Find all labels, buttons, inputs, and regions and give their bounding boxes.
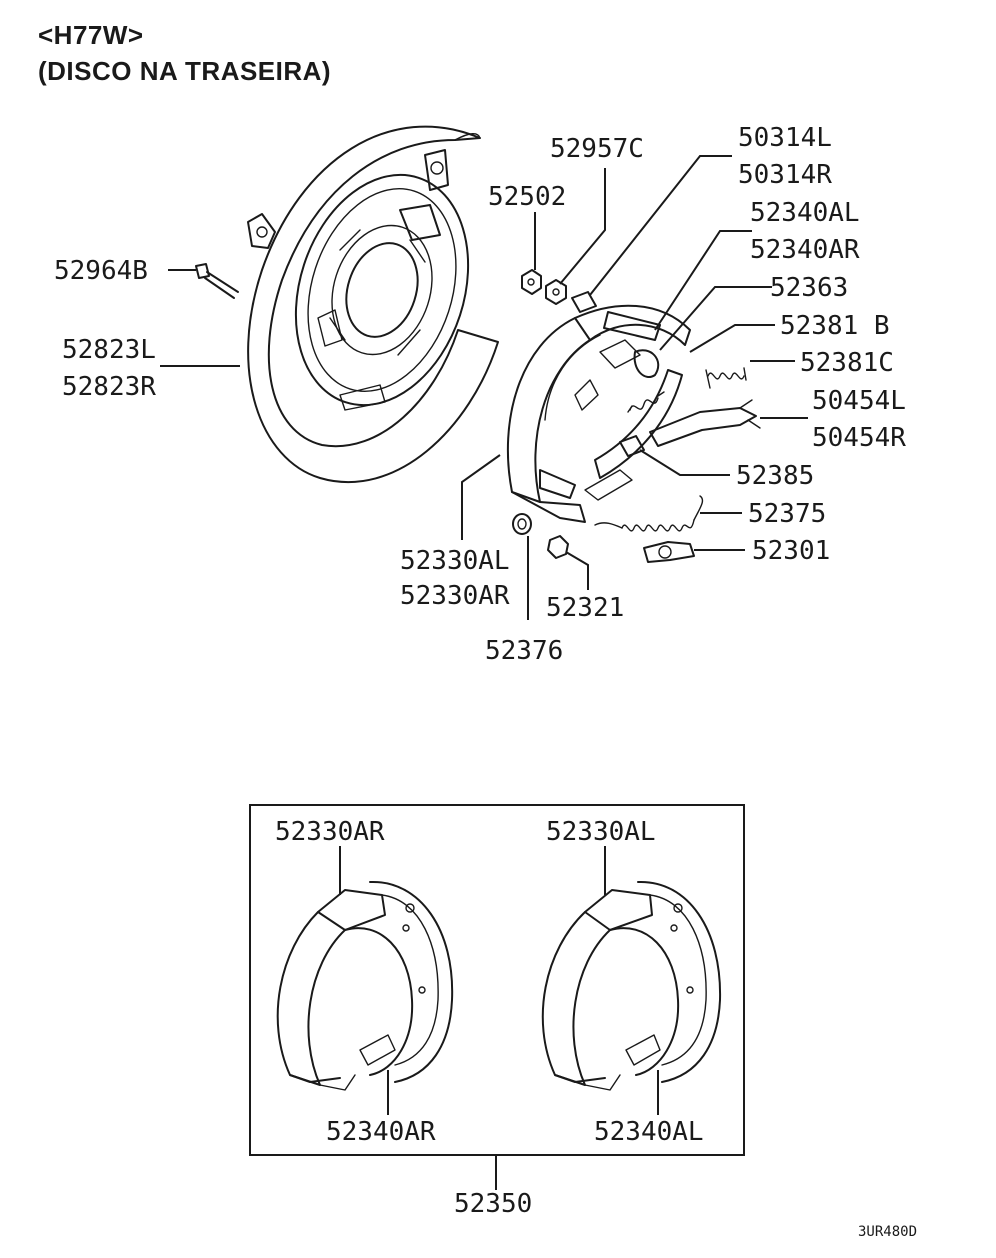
nut-52321-drawing: [547, 535, 569, 559]
lever-50454-drawing: [649, 399, 761, 447]
spring-52381C-drawing: [705, 367, 747, 389]
kit-box: [249, 804, 745, 1156]
label-52301: 52301: [752, 536, 830, 566]
nut-52957C-drawing: [545, 279, 567, 305]
nut-52502-drawing: [521, 269, 542, 295]
label-52381B: 52381 B: [780, 311, 890, 341]
kit-label-52330AR: 52330AR: [275, 817, 385, 847]
label-52385: 52385: [736, 461, 814, 491]
label-50454L: 50454L: [812, 386, 906, 416]
label-52375: 52375: [748, 499, 826, 529]
diagram-code: 3UR480D: [858, 1224, 917, 1240]
label-52321: 52321: [546, 593, 624, 623]
label-52363: 52363: [770, 273, 848, 303]
leader-lines: [160, 155, 808, 620]
label-52502: 52502: [488, 182, 566, 212]
label-52957C: 52957C: [550, 134, 644, 164]
label-50314L: 50314L: [738, 123, 832, 153]
label-52330AR: 52330AR: [400, 581, 510, 611]
label-52823R: 52823R: [62, 372, 156, 402]
clip-52385-drawing: [619, 435, 645, 457]
shoe-pair-left-drawing: [541, 880, 722, 1091]
kit-number: 52350: [454, 1189, 532, 1219]
spring-52381B-drawing: [627, 391, 665, 413]
bolt-drawing: [195, 263, 239, 299]
label-52376: 52376: [485, 636, 563, 666]
diagram-subtitle: (DISCO NA TRASEIRA): [38, 56, 332, 86]
brake-shoe-assembly-drawing: [506, 291, 691, 523]
kit-label-52330AL: 52330AL: [546, 817, 656, 847]
label-52340AR: 52340AR: [750, 235, 860, 265]
kit-label-52340AR: 52340AR: [326, 1117, 436, 1147]
label-52340AL: 52340AL: [750, 198, 860, 228]
cup-52376-drawing: [512, 513, 532, 535]
backing-plate-drawing: [247, 125, 499, 484]
kit-label-52340AL: 52340AL: [594, 1117, 704, 1147]
label-50454R: 50454R: [812, 423, 906, 453]
model-code: <H77W>: [38, 20, 144, 50]
label-50314R: 50314R: [738, 160, 832, 190]
spring-52375-drawing: [594, 495, 704, 532]
label-52823L: 52823L: [62, 335, 156, 365]
label-52330AL: 52330AL: [400, 546, 510, 576]
label-52964B: 52964B: [54, 256, 148, 286]
label-52381C: 52381C: [800, 348, 894, 378]
kit-leader-lines: [339, 846, 659, 1190]
shoe-pair-right-drawing: [276, 880, 454, 1091]
adjuster-52301-drawing: [643, 541, 695, 563]
